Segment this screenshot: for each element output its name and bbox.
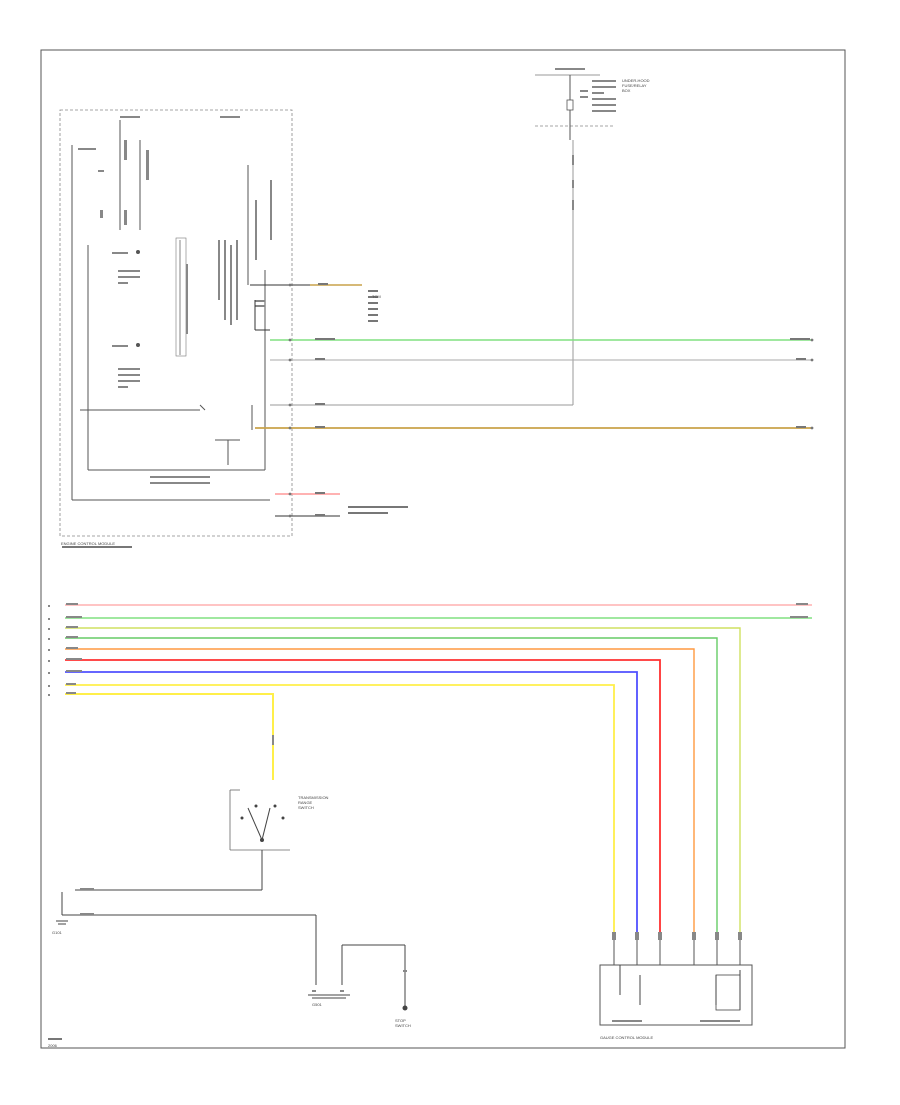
ground-label: G101 xyxy=(52,930,62,935)
fuse-box-label: UNDER-HOOD FUSE/RELAY BOX xyxy=(622,78,650,93)
connector-pin-icon xyxy=(288,283,814,518)
fuse-relay-box xyxy=(535,68,616,405)
diagram-frame xyxy=(40,49,846,1049)
transmission-range-switch xyxy=(75,789,290,891)
ground-symbol-icon xyxy=(56,920,350,999)
bus-wires xyxy=(48,603,812,940)
brake-pedal-label: STOP SWITCH xyxy=(395,1018,411,1028)
gauge-control-module xyxy=(599,932,753,1026)
switch-contact-icon xyxy=(240,804,285,842)
tcm-label: TCM xyxy=(372,294,381,299)
page-code-label: 2006 xyxy=(48,1043,57,1048)
engine-control-module-box xyxy=(59,109,293,537)
gauge-control-module-label: GAUGE CONTROL MODULE xyxy=(600,1035,654,1040)
ground-wires xyxy=(56,888,408,1011)
ecm-output-wires xyxy=(48,283,814,1040)
ground-2-label: G501 xyxy=(312,1002,322,1007)
transmission-range-switch-label: TRANSMISSION RANGE SWITCH xyxy=(298,795,329,810)
engine-control-module-label: ENGINE CONTROL MODULE xyxy=(61,541,116,546)
